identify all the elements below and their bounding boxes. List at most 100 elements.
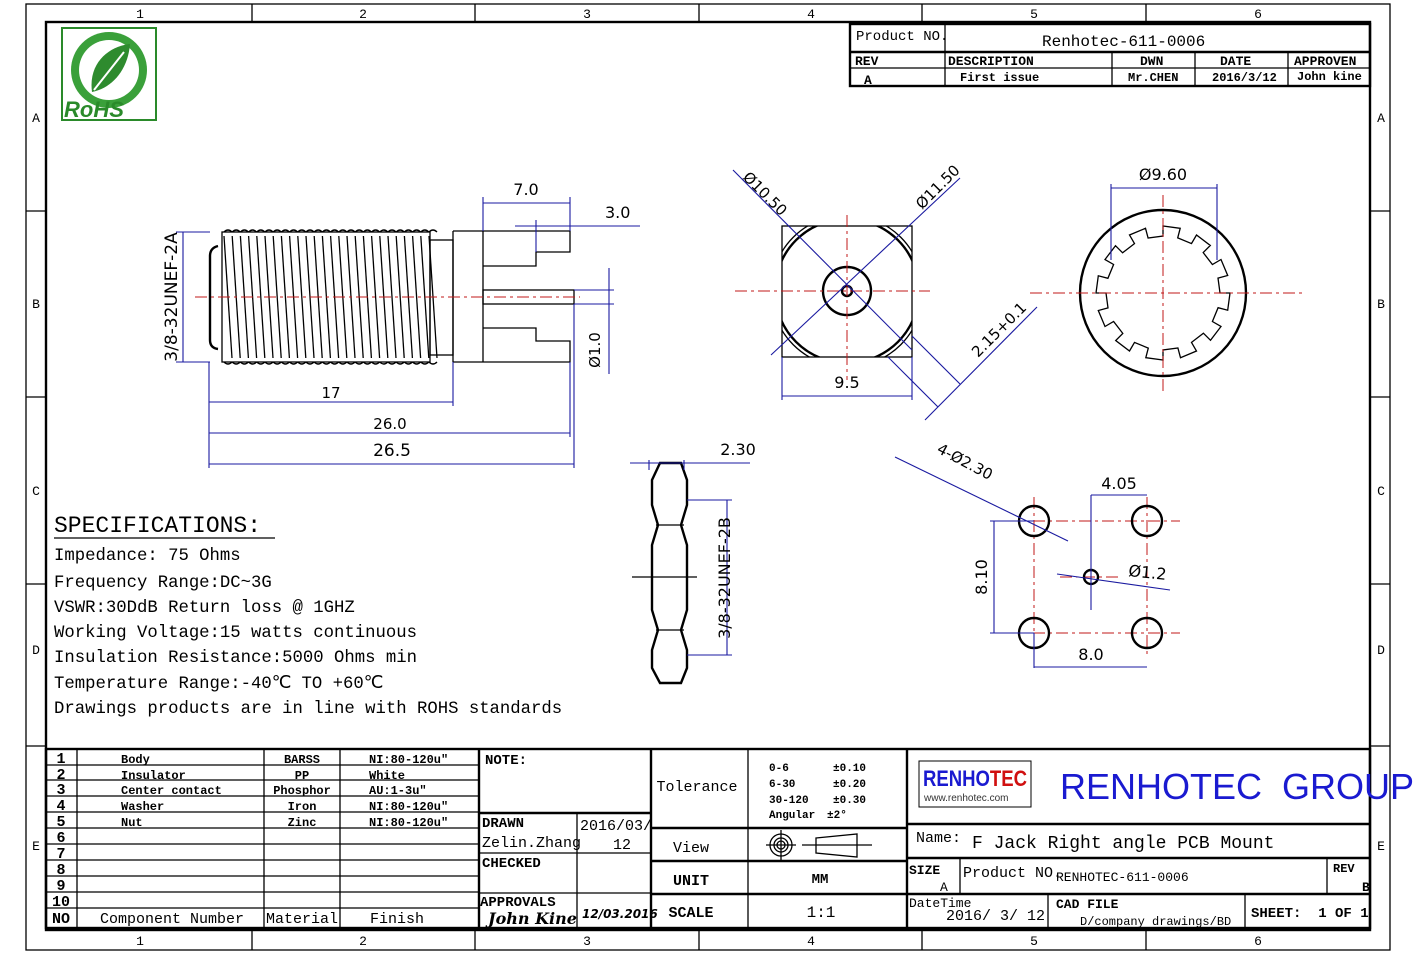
- zone-row-label: A: [32, 111, 40, 126]
- nut-thread-label: 3/8-32UNEF-2B: [715, 517, 734, 639]
- spec-line: Frequency Range:DC~3G: [54, 574, 272, 593]
- tolerance-label: Tolerance: [656, 779, 737, 796]
- approved-signature: John Kine: [485, 909, 577, 928]
- dwn-value: Mr.CHEN: [1128, 71, 1178, 85]
- part-finish: NI:80-120u": [369, 816, 448, 830]
- part-component: Body: [121, 753, 150, 767]
- zone-row-label: D: [32, 643, 40, 658]
- date-header: DATE: [1220, 54, 1251, 69]
- dim-26-0: 26.0: [373, 415, 406, 433]
- part-material: Zinc: [288, 816, 317, 830]
- part-number: 3: [56, 782, 65, 799]
- part-component: Washer: [121, 800, 164, 814]
- datetime-value: 2016/ 3/ 12: [946, 908, 1045, 925]
- product-number-value: RENHOTEC-611-0006: [1056, 870, 1189, 885]
- revision-block: Product NO. Renhotec-611-0006 REV DESCRI…: [848, 22, 1372, 88]
- drawing-frame: [25, 3, 1391, 951]
- product-no-value: Renhotec-611-0006: [1042, 33, 1205, 51]
- zone-row-label: B: [32, 297, 40, 312]
- dim-diameter-9-60: Ø9.60: [1139, 165, 1187, 184]
- zone-column-label: 6: [1254, 934, 1262, 949]
- tolerance-range: 30-120: [769, 795, 809, 807]
- zone-row-label: B: [1377, 297, 1385, 312]
- spec-line: Drawings products are in line with ROHS …: [54, 700, 562, 719]
- dim-8-0: 8.0: [1078, 645, 1103, 664]
- specifications-title: SPECIFICATIONS:: [54, 513, 261, 539]
- zone-column-label: 6: [1254, 7, 1262, 22]
- parts-header: NO: [52, 911, 70, 928]
- zone-column-label: 4: [807, 934, 815, 949]
- datetime-label: DateTime: [909, 896, 971, 911]
- cad-file-value: D/company drawings/BD: [1080, 915, 1231, 929]
- projection-symbol-icon: [766, 830, 872, 860]
- name-label: Name:: [916, 830, 961, 847]
- rev-value: A: [864, 73, 872, 88]
- dim-17: 17: [321, 384, 340, 402]
- rev-label: REV: [1333, 862, 1355, 876]
- part-number: 5: [56, 814, 65, 831]
- logo-part-a: RENHO: [923, 766, 990, 791]
- size-label: SIZE: [909, 863, 940, 878]
- zone-row-label: C: [1377, 484, 1385, 499]
- description-header: DESCRIPTION: [948, 54, 1034, 69]
- unit-label: UNIT: [673, 873, 709, 890]
- parts-header: Finish: [370, 911, 424, 928]
- zone-column-label: 2: [359, 934, 367, 949]
- approvals-label: APPROVALS: [480, 895, 556, 911]
- scale-value: 1:1: [807, 904, 836, 922]
- mounting-hole: [1130, 616, 1164, 650]
- rev-header: REV: [855, 54, 879, 69]
- part-finish: NI:80-120u": [369, 800, 448, 814]
- thread-spec-label: 3/8-32UNEF-2A: [162, 232, 182, 362]
- view-label: View: [673, 840, 709, 857]
- part-number: 4: [56, 798, 65, 815]
- zone-row-label: D: [1377, 643, 1385, 658]
- part-component: Nut: [121, 816, 143, 830]
- zone-column-label: 3: [583, 934, 591, 949]
- part-component: Center contact: [121, 784, 222, 798]
- part-material: BARSS: [284, 753, 320, 767]
- dim-diameter-1-2: Ø1.2: [1128, 561, 1168, 584]
- dim-4-05: 4.05: [1101, 474, 1137, 493]
- cad-file-label: CAD FILE: [1056, 897, 1119, 912]
- zone-column-label: 1: [136, 7, 144, 22]
- drawn-by: Zelin.Zhang: [482, 835, 581, 852]
- zone-column-label: 2: [359, 7, 367, 22]
- zone-column-label: 5: [1030, 934, 1038, 949]
- tolerance-range: Angular: [769, 810, 815, 822]
- zone-column-label: 4: [807, 7, 815, 22]
- drawn-date-2: 12: [613, 837, 631, 854]
- svg-text:RENHOTEC: RENHOTEC: [923, 766, 1027, 791]
- description-value: First issue: [960, 71, 1039, 85]
- tolerance-range: 0-6: [769, 763, 789, 775]
- front-view: Ø10.50 Ø11.50 9.5 2.15+0.1: [732, 161, 1038, 421]
- dim-8-10: 8.10: [972, 559, 991, 595]
- dim-3-0: 3.0: [605, 203, 630, 222]
- nut-view: 2.30 3/8-32UNEF-2B: [630, 440, 756, 685]
- spec-line: Impedance: 75 Ohms: [54, 547, 241, 566]
- drawn-date-1: 2016/03/: [580, 818, 652, 835]
- zone-row-label: A: [1377, 111, 1385, 126]
- zone-column-label: 5: [1030, 7, 1038, 22]
- tolerance-value: ±0.10: [833, 763, 866, 775]
- rev-value: B: [1362, 880, 1370, 895]
- tolerance-value: ±0.30: [833, 795, 866, 807]
- dim-2-15: 2.15+0.1: [968, 299, 1030, 361]
- product-name: F Jack Right angle PCB Mount: [972, 834, 1274, 854]
- dim-26-5: 26.5: [373, 441, 411, 461]
- zone-column-label: 1: [136, 934, 144, 949]
- mounting-hole: [1130, 504, 1164, 538]
- part-finish: White: [369, 769, 405, 783]
- spec-line: VSWR:30DdB Return loss @ 1GHZ: [54, 599, 355, 618]
- part-number: 1: [56, 751, 65, 768]
- specifications: SPECIFICATIONS: Impedance: 75 OhmsFreque…: [54, 513, 562, 719]
- parts-header: Material: [266, 911, 338, 928]
- part-finish: NI:80-120u": [369, 753, 448, 767]
- note-label: NOTE:: [485, 753, 527, 769]
- product-number-label: Product NO.: [963, 865, 1062, 882]
- zone-row-label: E: [1377, 839, 1385, 854]
- rohs-logo-text: RoHS: [64, 97, 124, 122]
